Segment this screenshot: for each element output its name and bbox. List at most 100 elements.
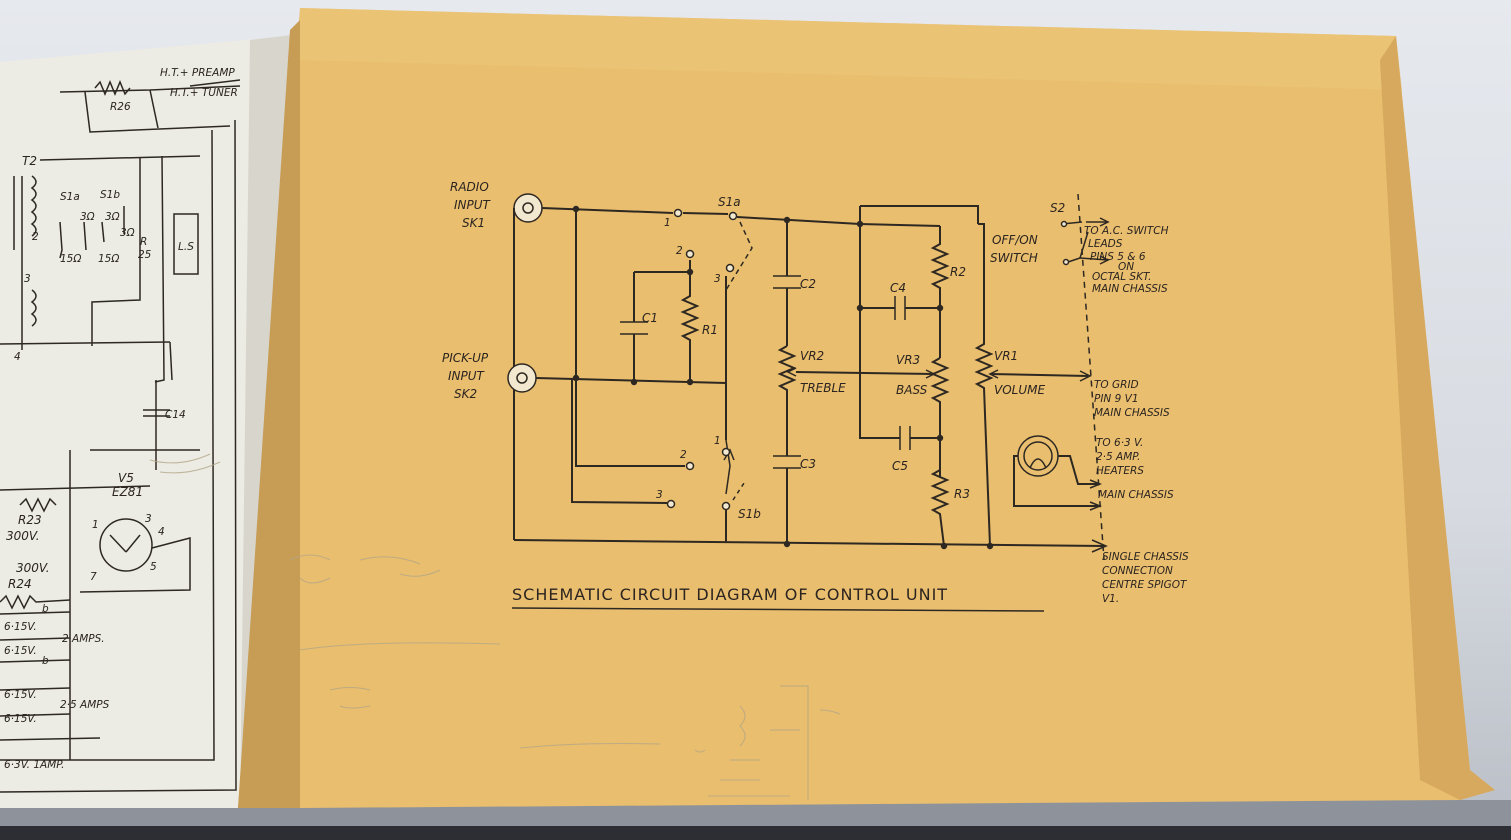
ht-tuner-label: H.T.+ TUNER (170, 87, 238, 99)
v615a-label: 6·15V. (4, 621, 37, 633)
r3-label: R3 (954, 487, 970, 501)
pencil-sketches (149, 453, 841, 800)
ac-note-3: PINS 5 & 6 (1090, 251, 1146, 263)
left-n3-label: 3 (24, 273, 31, 285)
t2-label: T2 (22, 154, 37, 168)
left-n3b-label: 3 (145, 513, 152, 525)
chassis-note-4: V1. (1102, 593, 1119, 605)
c2-capacitor (773, 275, 801, 289)
r25-label-a: R (140, 236, 147, 248)
right-page (238, 8, 1495, 808)
grid-note-2: PIN 9 V1 (1094, 393, 1139, 405)
right-page-edge (1380, 36, 1495, 800)
s1a-pole (728, 211, 738, 221)
c3-label: C3 (800, 457, 816, 471)
amps2-label: 2 AMPS. (62, 633, 105, 645)
c5-label: C5 (892, 459, 908, 473)
s1b-left-label: S1b (100, 189, 120, 201)
heater-note-1: TO 6·3 V. (1096, 437, 1143, 449)
bass-label: BASS (896, 383, 928, 397)
radio-label-3: SK1 (462, 216, 485, 230)
s2-label: S2 (1050, 201, 1065, 215)
ohm15a-label: 15Ω (60, 253, 81, 265)
left-n4b-label: 4 (158, 526, 165, 538)
heater-note-4: MAIN CHASSIS (1098, 489, 1174, 501)
ohm15b-label: 15Ω (98, 253, 119, 265)
right-page-highlight (300, 8, 1402, 90)
control-unit-schematic (507, 193, 1110, 561)
pickup-label-2: INPUT (448, 369, 486, 383)
offon-label-2: SWITCH (990, 251, 1038, 265)
r25-label-b: 25 (138, 249, 152, 261)
c1-capacitor (620, 321, 648, 335)
ls-box (173, 213, 199, 275)
c14-label: C14 (165, 409, 186, 421)
c4-label: C4 (890, 281, 906, 295)
v300b-label: 300V. (16, 561, 50, 575)
v615c-label: 6·15V. (4, 689, 37, 701)
ground-bus (513, 539, 1106, 547)
vr1-label: VR1 (994, 349, 1018, 363)
pickup-label-1: PICK-UP (442, 351, 489, 365)
heater-note-2: 2·5 AMP. (1096, 451, 1141, 463)
heater-note-3: HEATERS (1096, 465, 1144, 477)
r2-label: R2 (950, 265, 966, 279)
chassis-note-3: CENTRE SPIGOT (1102, 579, 1188, 591)
radio-label-2: INPUT (454, 198, 492, 212)
grid-note-3: MAIN CHASSIS (1094, 407, 1170, 419)
b1-label: b (42, 603, 49, 615)
ground-arrow (1091, 539, 1108, 553)
s1b-contact-1 (721, 447, 731, 457)
heater-left-label: 6·3V. 1AMP. (4, 759, 65, 771)
vr3-label: VR3 (896, 353, 920, 367)
right-page-fold (238, 20, 300, 808)
left-labels: H.T.+ PREAMP H.T.+ TUNER R26 T2 S1a S1b … (4, 67, 238, 771)
s1a-pos3-label: 3 (714, 273, 721, 285)
ohm3c-label: 3Ω (120, 227, 135, 239)
s1b-label: S1b (738, 507, 761, 521)
ez81-label: EZ81 (112, 485, 143, 499)
ohm3b-label: 3Ω (105, 211, 120, 223)
s1b-pole (721, 501, 731, 511)
ht-preamp-label: H.T.+ PREAMP (160, 67, 235, 79)
left-n2-label: 2 (32, 231, 39, 243)
radio-label-1: RADIO (450, 180, 489, 194)
b2-label: b (42, 655, 49, 667)
s1b-pos2-label: 2 (680, 449, 687, 461)
ohm3a-label: 3Ω (80, 211, 95, 223)
treble-label: TREBLE (800, 381, 846, 395)
v615b-label: 6·15V. (4, 645, 37, 657)
s1b-pos1-label: 1 (714, 435, 721, 447)
s1a-label: S1a (718, 195, 741, 209)
s1a-contact-3 (725, 263, 735, 273)
chassis-note-2: CONNECTION (1102, 565, 1173, 577)
s1b-contact-3 (666, 499, 676, 509)
left-n1-label: 1 (92, 519, 99, 531)
v300a-label: 300V. (6, 529, 40, 543)
volume-label: VOLUME (994, 383, 1045, 397)
grid-note-1: TO GRID (1094, 379, 1139, 391)
r24-label: R24 (8, 577, 32, 591)
c3-capacitor (773, 455, 801, 469)
vr2-label: VR2 (800, 349, 824, 363)
pickup-label-3: SK2 (454, 387, 477, 401)
table-edge (0, 826, 1511, 840)
s1a-contact-1 (673, 208, 683, 218)
s1a-pos2-label: 2 (676, 245, 683, 257)
r1-label: R1 (702, 323, 718, 337)
left-page (0, 36, 292, 808)
chassis-note-1: SINGLE CHASSIS (1102, 551, 1189, 563)
left-n5-label: 5 (150, 561, 157, 573)
r26-label: R26 (110, 101, 131, 113)
s1a-contact-2 (685, 249, 695, 259)
diagram-title: SCHEMATIC CIRCUIT DIAGRAM OF CONTROL UNI… (512, 585, 948, 604)
left-n4-label: 4 (14, 351, 21, 363)
title-underline (511, 607, 1045, 612)
ac-note-4: ON (1118, 261, 1134, 273)
s1b-contact-2 (685, 461, 695, 471)
v5-label: V5 (118, 471, 134, 485)
c1-label: C1 (642, 311, 658, 325)
ac-note-6: MAIN CHASSIS (1092, 283, 1168, 295)
